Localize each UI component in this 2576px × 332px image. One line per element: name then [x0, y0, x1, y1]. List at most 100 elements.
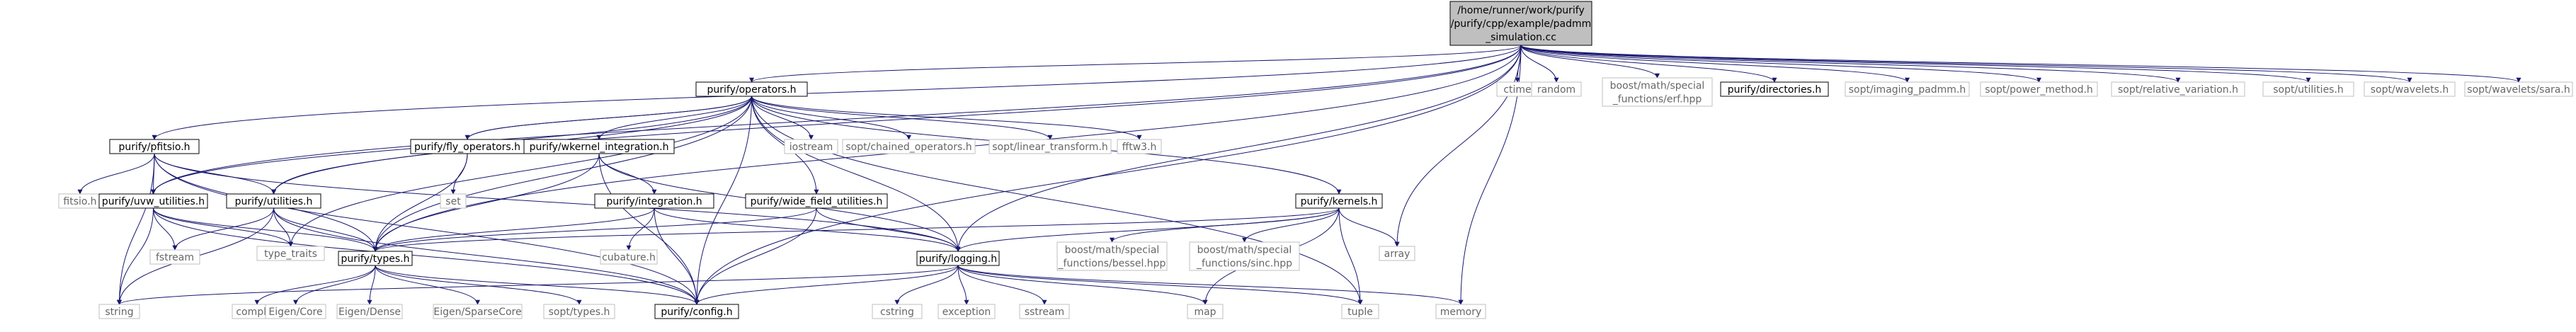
node-label: purify/wide_field_utilities.h: [751, 196, 883, 207]
node-label: sopt/wavelets/sara.h: [2467, 84, 2570, 96]
node-sinc: boost/math/special_functions/sinc.hpp: [1189, 241, 1300, 271]
node-box: [2111, 81, 2245, 97]
node-types[interactable]: purify/types.h: [338, 251, 413, 266]
edge-logging-to-sstream: [957, 265, 1047, 305]
node-box: [872, 304, 923, 319]
node-box: [1019, 304, 1070, 319]
edge-uvw-utilities-to-string: [117, 207, 154, 305]
node-logging[interactable]: purify/logging.h: [916, 251, 1000, 266]
edge-kernels-to-logging: [955, 207, 1340, 252]
node-random: random: [1531, 81, 1582, 97]
node-linear-transform: sopt/linear_transform.h: [988, 139, 1112, 154]
node-label: sopt/types.h: [549, 307, 610, 318]
node-bessel: boost/math/special_functions/bessel.hpp: [1056, 241, 1168, 271]
node-utilities[interactable]: purify/utilities.h: [226, 193, 321, 209]
node-box: [745, 193, 888, 209]
edge-root-to-pfitsio: [152, 45, 1522, 140]
edge-wide-field-utilities-to-types: [372, 207, 817, 252]
node-box: [523, 139, 675, 154]
node-label: cstring: [880, 307, 914, 318]
node-label: purify/logging.h: [919, 253, 997, 265]
node-directories[interactable]: purify/directories.h: [1720, 81, 1829, 97]
node-iostream: iostream: [784, 139, 838, 154]
node-kernels[interactable]: purify/kernels.h: [1295, 193, 1383, 209]
edge-types-to-sopt-types: [375, 265, 582, 305]
node-box: [338, 251, 413, 266]
node-label: Eigen/Core: [268, 307, 322, 318]
node-box: [784, 139, 838, 154]
node-sopt-types: sopt/types.h: [543, 304, 615, 319]
file-nodes: /home/runner/work/purify/purify/cpp/exam…: [58, 1, 2573, 319]
edge-logging-to-memory: [957, 265, 1464, 305]
node-box: [98, 193, 208, 209]
edge-logging-to-config: [694, 265, 959, 305]
node-erf: boost/math/special_functions/erf.hpp: [1602, 77, 1713, 107]
edge-integration-to-config: [654, 207, 700, 305]
node-operators[interactable]: purify/operators.h: [695, 81, 808, 97]
edge-root-to-power-method: [1520, 45, 2041, 83]
edge-types-to-eigen-dense: [367, 265, 376, 305]
node-label: fitsio.h: [63, 196, 96, 207]
node-label: purify/kernels.h: [1301, 196, 1378, 207]
node-pfitsio[interactable]: purify/pfitsio.h: [109, 139, 200, 154]
edge-root-to-sara: [1520, 45, 2521, 83]
edge-operators-to-logging: [751, 96, 961, 252]
node-label: purify/fly_operators.h: [414, 142, 520, 153]
node-box: [336, 304, 403, 319]
node-label: memory: [1440, 307, 1482, 318]
node-box: [98, 304, 140, 319]
node-box: [1341, 304, 1379, 319]
edge-root-to-utilities: [271, 45, 1522, 195]
edge-utilities-to-type-traits: [273, 207, 293, 247]
node-box: [1531, 81, 1582, 97]
node-box: [594, 193, 714, 209]
edge-pfitsio-to-utilities: [154, 153, 276, 195]
node-box: [2464, 81, 2573, 97]
node-uvw-utilities[interactable]: purify/uvw_utilities.h: [98, 193, 208, 209]
edge-root-to-logging: [955, 45, 1522, 252]
node-box: [109, 139, 200, 154]
edge-integration-to-cubature: [626, 207, 655, 251]
node-box: [654, 304, 739, 319]
edge-operators-to-tuple: [751, 96, 1363, 305]
node-fftw3: fftw3.h: [1117, 139, 1162, 154]
node-eigen-sparse: Eigen/SparseCore: [433, 304, 523, 319]
edge-logging-to-string: [117, 265, 959, 305]
node-label: ctime: [1503, 84, 1531, 96]
edge-pfitsio-to-fitsio: [77, 153, 155, 195]
node-label: purify/operators.h: [707, 84, 797, 96]
node-box: [1435, 304, 1486, 319]
node-eigen-dense: Eigen/Dense: [336, 304, 403, 319]
node-label: purify/config.h: [661, 307, 732, 318]
node-label: set: [445, 196, 461, 207]
edge-fly-operators-to-operators: [467, 96, 754, 140]
edge-pfitsio-to-logging: [154, 153, 961, 252]
node-label: purify/directories.h: [1728, 84, 1822, 96]
node-box: [543, 304, 615, 319]
node-box: [1449, 1, 1592, 46]
edge-uvw-utilities-to-fstream: [153, 207, 178, 251]
node-exception: exception: [937, 304, 996, 319]
node-box: [265, 304, 326, 319]
edge-operators-to-iostream: [751, 96, 814, 140]
node-label: Eigen/Dense: [338, 307, 401, 318]
node-imaging-padmm: sopt/imaging_padmm.h: [1845, 81, 1970, 97]
node-config[interactable]: purify/config.h: [654, 304, 739, 319]
node-fly-operators[interactable]: purify/fly_operators.h: [410, 139, 525, 154]
edge-root-to-random: [1520, 45, 1559, 83]
node-wide-field-utilities[interactable]: purify/wide_field_utilities.h: [745, 193, 888, 209]
node-wkernel-integration[interactable]: purify/wkernel_integration.h: [523, 139, 675, 154]
node-power-method: sopt/power_method.h: [1980, 81, 2098, 97]
edge-root-to-wavelets: [1520, 45, 2412, 83]
edge-root-to-relative-variation: [1520, 45, 2181, 83]
edge-kernels-to-sinc: [1242, 207, 1340, 243]
node-box: [695, 81, 808, 97]
edge-root-to-uvw-utilities: [151, 45, 1522, 195]
node-box: [1056, 241, 1168, 271]
node-integration[interactable]: purify/integration.h: [594, 193, 714, 209]
node-eigen-core: Eigen/Core: [265, 304, 326, 319]
edge-utilities-to-fstream: [172, 207, 274, 251]
node-label: string: [105, 307, 133, 318]
node-root[interactable]: /home/runner/work/purify/purify/cpp/exam…: [1449, 1, 1592, 46]
